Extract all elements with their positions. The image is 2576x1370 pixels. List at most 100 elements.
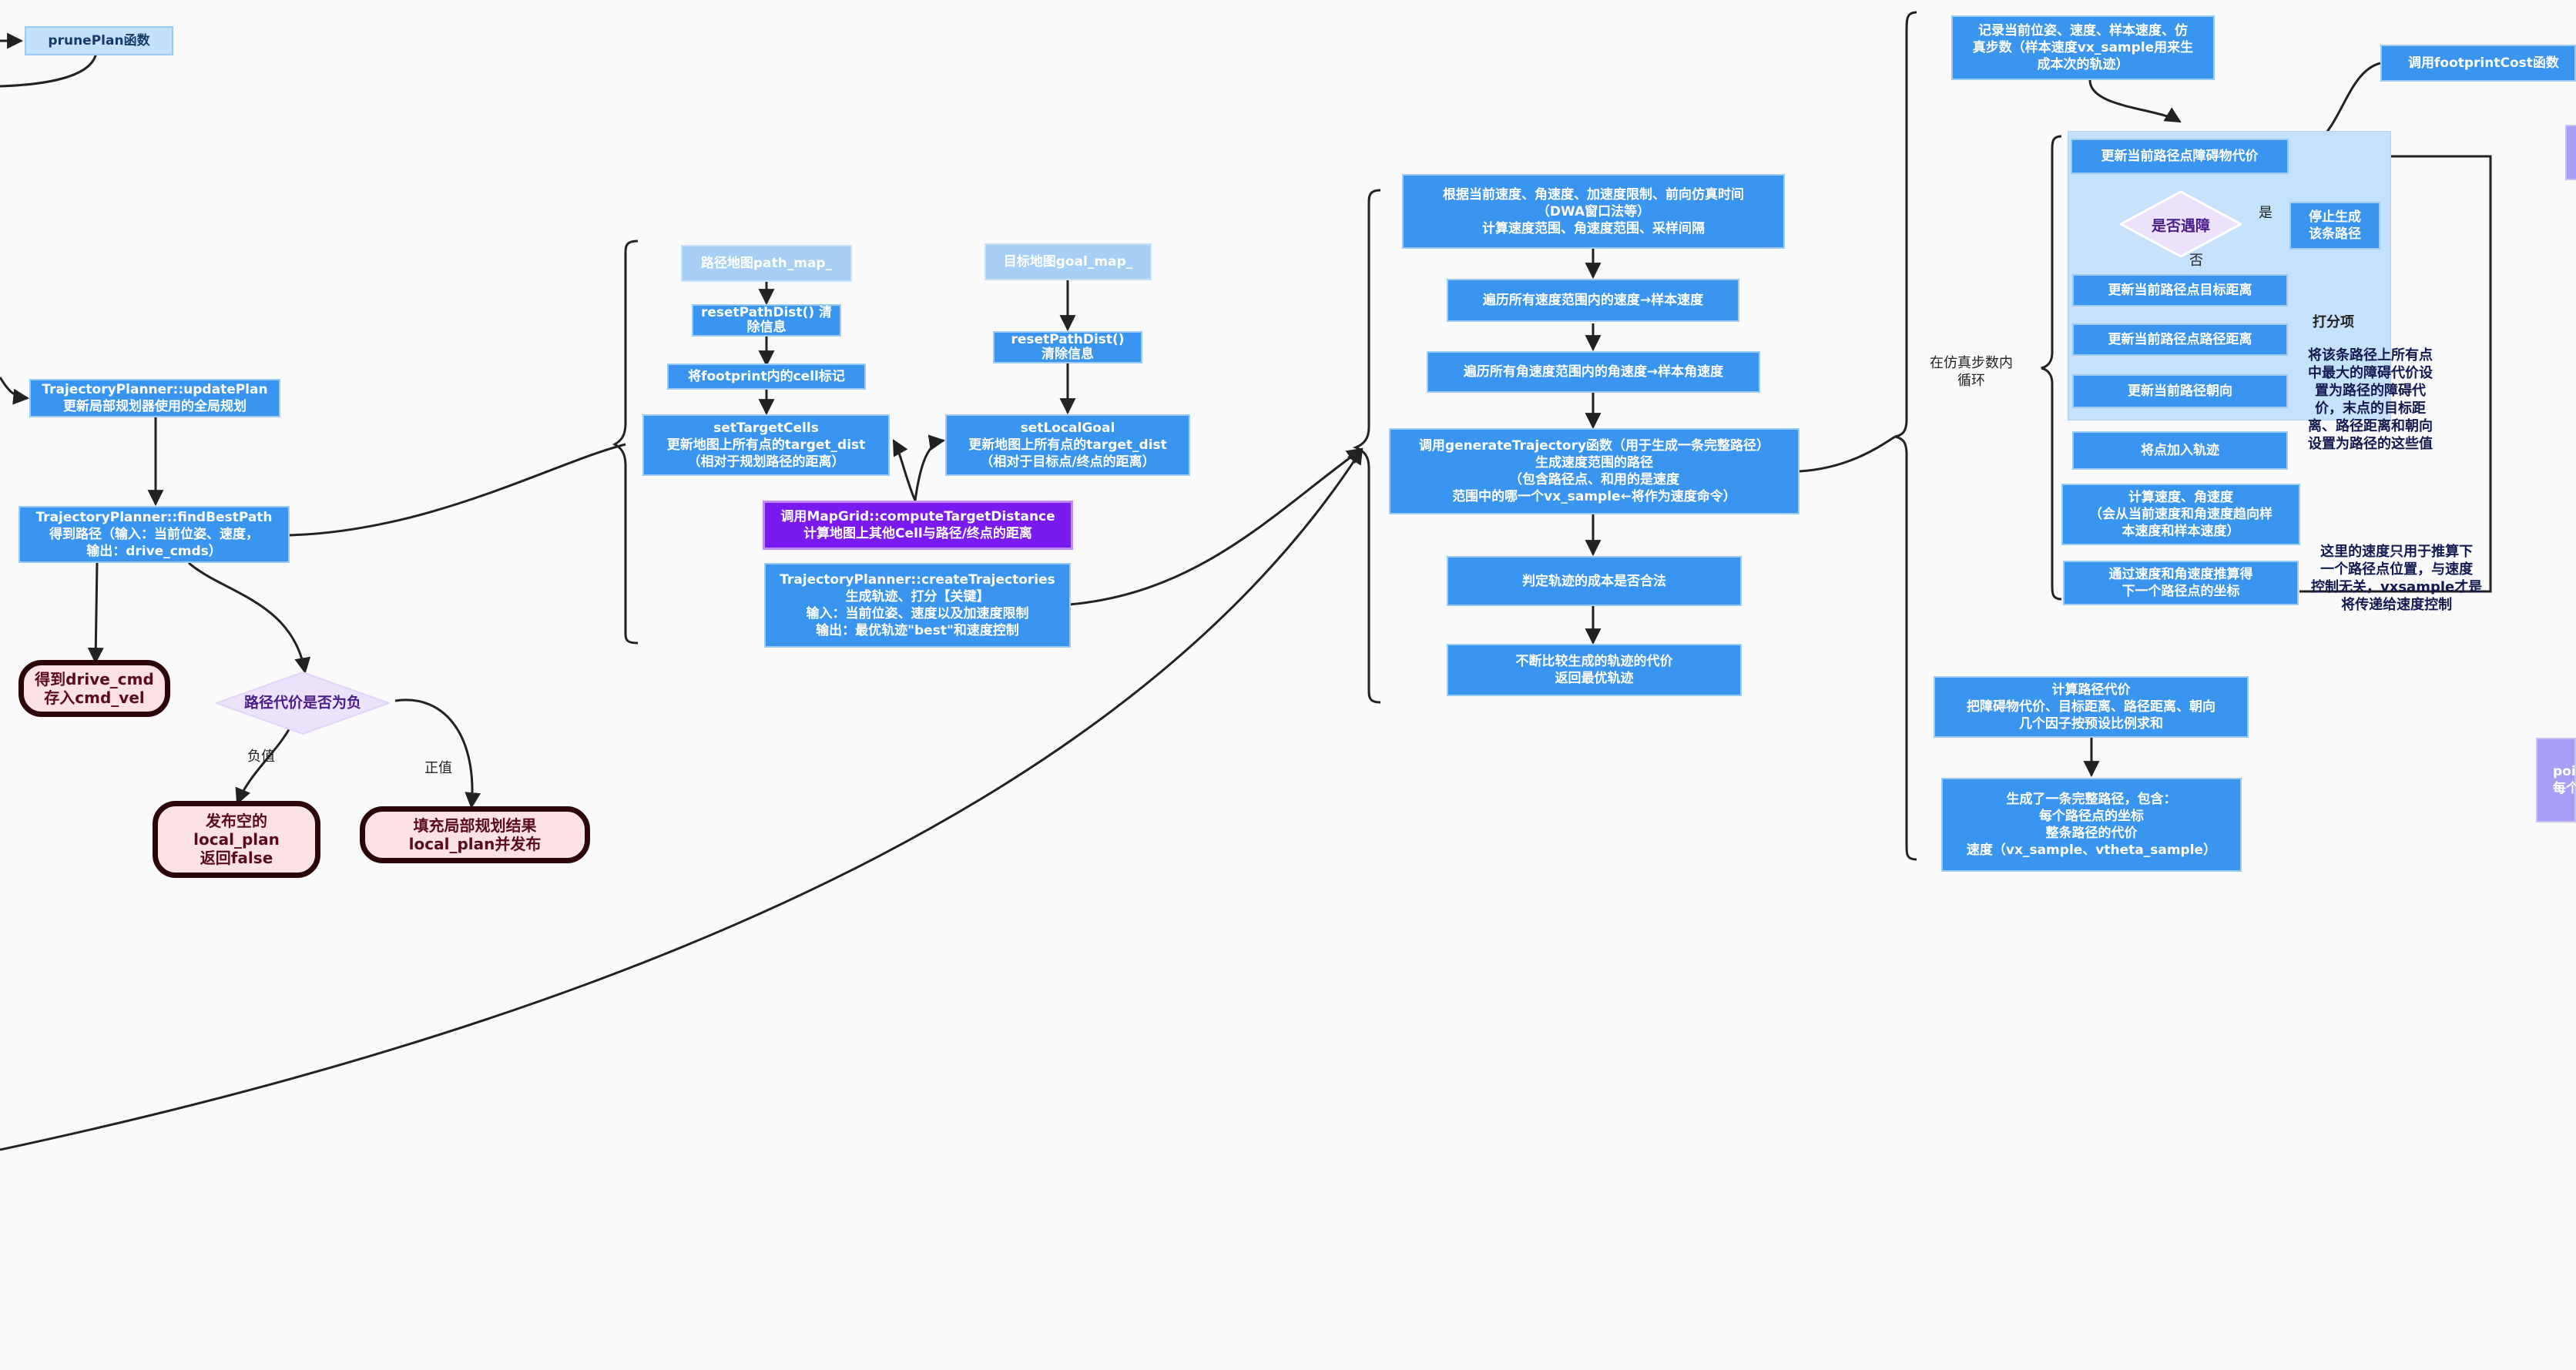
empty-plan-line1: 发布空的	[206, 812, 267, 830]
reset-path-dist-node[interactable]: resetPathDist() 清 除信息	[692, 304, 841, 337]
speed-note: 这里的速度只用于推算下 一个路径点位置，与速度 控制无关，vxsample才是 …	[2311, 543, 2482, 614]
velocity-range-node[interactable]: 根据当前速度、角速度、加速度限制、前向仿真时间 （DWA窗口法等） 计算速度范围…	[1402, 174, 1785, 249]
next-point-node[interactable]: 通过速度和角速度推算得 下一个路径点的坐标	[2063, 561, 2299, 605]
edge-violet-node-bottom[interactable]: poi 每个	[2536, 738, 2576, 822]
full-path-node[interactable]: 生成了一条完整路径，包含： 每个路径点的坐标 整条路径的代价 速度（vx_sam…	[1941, 778, 2242, 872]
find-best-path-node[interactable]: TrajectoryPlanner::findBestPath 得到路径（输入：…	[18, 506, 290, 563]
edge-create-brace	[1068, 447, 1363, 606]
fill-plan-line2: local_plan并发布	[408, 835, 542, 853]
goal-map-node[interactable]: 目标地图goal_map_	[984, 243, 1152, 280]
update-heading-node[interactable]: 更新当前路径朝向	[2072, 374, 2288, 408]
call-footprint-label: 调用footprintCost函数	[2408, 55, 2559, 71]
gen-traj-line4: 范围中的哪一个vx_sample←将作为速度命令）	[1452, 489, 1736, 504]
judge-cost-node[interactable]: 判定轨迹的成本是否合法	[1447, 556, 1742, 606]
compute-target-distance-node[interactable]: 调用MapGrid::computeTargetDistance 计算地图上其他…	[763, 501, 1073, 550]
edge-long-curve	[0, 447, 1363, 1151]
find-best-path-line2: 得到路径（输入：当前位姿、速度，	[49, 527, 259, 542]
full-path-line3: 整条路径的代价	[2045, 826, 2138, 841]
edge-right-line2: 每个	[2553, 781, 2576, 796]
calc-cost-line3: 几个因子按预设比例求和	[2019, 716, 2163, 732]
score-note-2: 中最大的障碍代价设	[2308, 365, 2433, 381]
record-state-node[interactable]: 记录当前位姿、速度、样本速度、仿 真步数（样本速度vx_sample用来生 成本…	[1951, 15, 2215, 80]
gen-traj-line1: 调用generateTrajectory函数（用于生成一条完整路径）	[1418, 438, 1770, 454]
update-path-distance-node[interactable]: 更新当前路径点路径距离	[2072, 323, 2288, 356]
goal-map-label: 目标地图goal_map_	[1003, 254, 1133, 270]
calc-cost-line1: 计算路径代价	[2051, 682, 2131, 698]
path-map-node[interactable]: 路径地图path_map_	[681, 245, 852, 282]
footprint-mark-node[interactable]: 将footprint内的cell标记	[667, 363, 866, 390]
full-path-line2: 每个路径点的坐标	[2039, 809, 2144, 824]
set-local-goal-node[interactable]: setLocalGoal 更新地图上所有点的target_dist （相对于目标…	[945, 414, 1190, 476]
calc-speed-line3: 本速度和样本速度）	[2122, 524, 2240, 539]
edge-find-brace	[288, 443, 626, 537]
score-note-6: 设置为路径的这些值	[2308, 436, 2433, 452]
score-note-1: 将该条路径上所有点	[2308, 347, 2433, 363]
drive-cmd-line2: 存入cmd_vel	[44, 688, 145, 707]
edge-compute-settarget	[892, 439, 917, 501]
set-target-line2: 更新地图上所有点的target_dist	[666, 437, 866, 453]
empty-plan-terminal[interactable]: 发布空的 local_plan 返回false	[153, 801, 320, 878]
edge-find-diamond	[188, 561, 311, 675]
set-target-line3: （相对于规划路径的距离）	[687, 454, 845, 470]
update-goal-distance-label: 更新当前路径点目标距离	[2108, 283, 2252, 298]
drive-cmd-terminal[interactable]: 得到drive_cmd 存入cmd_vel	[18, 660, 170, 717]
calc-cost-line2: 把障碍物代价、目标距离、路径距离、朝向	[1967, 699, 2215, 715]
create-traj-line3: 输入：当前位姿、速度以及加速度限制	[806, 606, 1029, 621]
set-target-line1: setTargetCells	[713, 420, 819, 436]
calc-speed-node[interactable]: 计算速度、角速度 （会从当前速度和角速度趋向样 本速度和样本速度）	[2061, 484, 2300, 545]
set-local-line3: （相对于目标点/终点的距离）	[980, 454, 1156, 470]
generate-trajectory-node[interactable]: 调用generateTrajectory函数（用于生成一条完整路径） 生成速度范…	[1389, 428, 1800, 514]
score-note-3: 置为路径的障碍代	[2315, 383, 2426, 399]
iterate-velocity-label: 遍历所有速度范围内的速度→样本速度	[1482, 293, 1704, 308]
fill-plan-terminal[interactable]: 填充局部规划结果 local_plan并发布	[360, 806, 590, 863]
footprint-mark-label: 将footprint内的cell标记	[688, 369, 845, 384]
stop-generate-line1: 停止生成	[2309, 209, 2361, 225]
update-plan-node[interactable]: TrajectoryPlanner::updatePlan 更新局部规划器使用的…	[29, 379, 280, 417]
fill-plan-line1: 填充局部规划结果	[413, 816, 537, 835]
add-point-node[interactable]: 将点加入轨迹	[2072, 431, 2288, 470]
update-obstacle-node[interactable]: 更新当前路径点障碍物代价	[2071, 139, 2289, 174]
edge-right-line1: poi	[2553, 764, 2576, 779]
empty-plan-line3: 返回false	[200, 849, 273, 867]
path-cost-diamond[interactable]	[216, 672, 390, 735]
compare-cost-line2: 返回最优轨迹	[1555, 671, 1634, 686]
record-state-line2: 真步数（样本速度vx_sample用来生	[1972, 40, 2194, 55]
prune-plan-node[interactable]: prunePlan函数	[25, 26, 173, 55]
path-cost-diamond-label: 路径代价是否为负	[243, 694, 362, 712]
path-map-label: 路径地图path_map_	[700, 256, 833, 271]
update-goal-distance-node[interactable]: 更新当前路径点目标距离	[2072, 274, 2288, 306]
stop-generate-node[interactable]: 停止生成 该条路径	[2289, 202, 2380, 250]
set-target-cells-node[interactable]: setTargetCells 更新地图上所有点的target_dist （相对于…	[642, 414, 890, 476]
loop-label: 在仿真步数内 循环	[1930, 354, 2013, 390]
create-trajectories-node[interactable]: TrajectoryPlanner::createTrajectories 生成…	[764, 563, 1071, 648]
score-note-4: 价，末点的目标距	[2315, 400, 2426, 417]
score-note: 将该条路径上所有点 中最大的障碍代价设 置为路径的障碍代 价，末点的目标距 离、…	[2308, 347, 2433, 453]
calc-speed-line2: （会从当前速度和角速度趋向样	[2089, 507, 2272, 522]
record-state-line1: 记录当前位姿、速度、样本速度、仿	[1978, 23, 2188, 39]
loop-label-line1: 在仿真步数内	[1930, 355, 2013, 371]
record-state-line3: 成本次的轨迹）	[2037, 57, 2129, 72]
yes-label: 是	[2259, 205, 2272, 221]
reset-goal-dist-node[interactable]: resetPathDist() 清除信息	[993, 331, 1142, 363]
calc-speed-line1: 计算速度、角速度	[2128, 490, 2233, 505]
update-plan-line1: TrajectoryPlanner::updatePlan	[42, 382, 268, 397]
empty-plan-line2: local_plan	[193, 830, 280, 849]
compare-cost-line1: 不断比较生成的轨迹的代价	[1515, 654, 1673, 669]
iterate-angular-node[interactable]: 遍历所有角速度范围内的角速度→样本角速度	[1427, 351, 1760, 393]
next-point-line1: 通过速度和角速度推算得	[2108, 567, 2253, 582]
obstacle-diamond[interactable]	[2120, 191, 2242, 257]
update-heading-label: 更新当前路径朝向	[2128, 384, 2232, 399]
reset-goal-line1: resetPathDist()	[1011, 332, 1125, 347]
iterate-velocity-node[interactable]: 遍历所有速度范围内的速度→样本速度	[1447, 279, 1739, 322]
velocity-range-line3: 计算速度范围、角速度范围、采样间隔	[1482, 220, 1705, 236]
velocity-range-line1: 根据当前速度、角速度、加速度限制、前向仿真时间	[1443, 186, 1744, 203]
call-footprint-cost-node[interactable]: 调用footprintCost函数	[2380, 45, 2576, 82]
create-traj-line1: TrajectoryPlanner::createTrajectories	[780, 572, 1055, 588]
brace-big	[1894, 11, 1917, 861]
edge-violet-node-top[interactable]	[2565, 125, 2576, 180]
set-local-line1: setLocalGoal	[1020, 420, 1115, 436]
score-title: 打分项	[2313, 314, 2354, 330]
calc-cost-node[interactable]: 计算路径代价 把障碍物代价、目标距离、路径距离、朝向 几个因子按预设比例求和	[1934, 676, 2249, 738]
compare-cost-node[interactable]: 不断比较生成的轨迹的代价 返回最优轨迹	[1447, 644, 1742, 696]
